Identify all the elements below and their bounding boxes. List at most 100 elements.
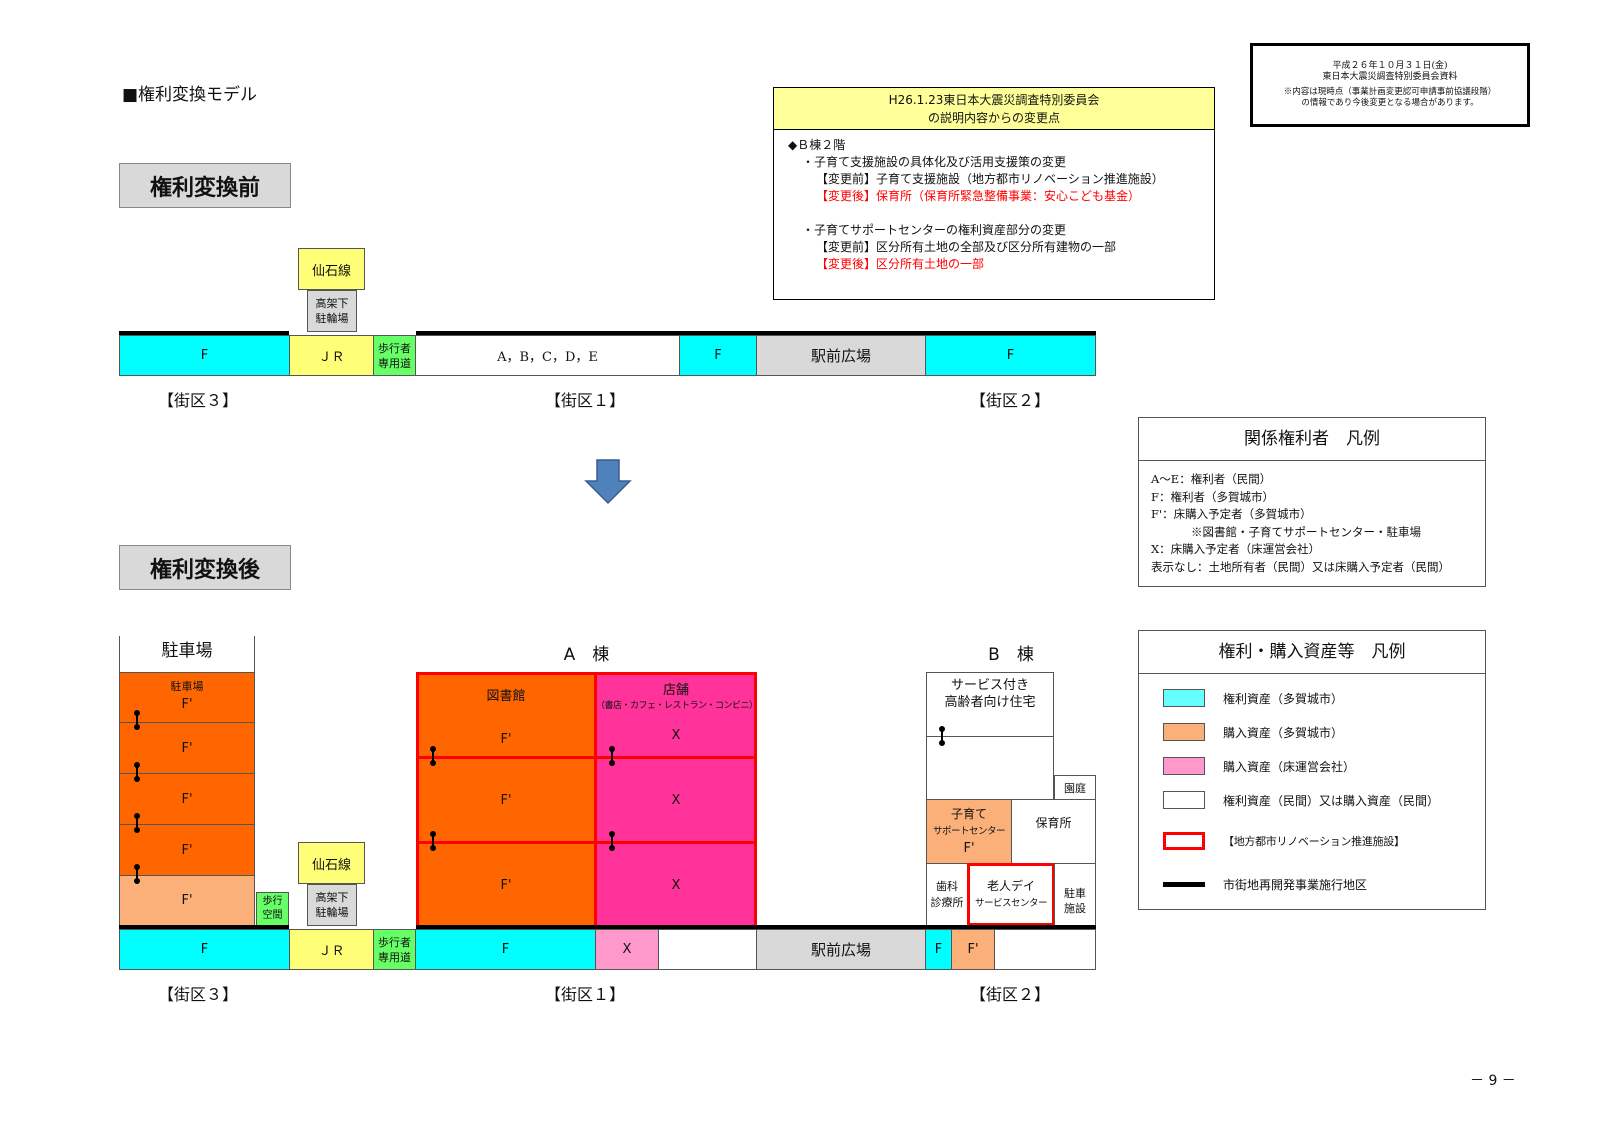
before-heading: 権利変換前 (119, 163, 291, 208)
block-label: 【街区２】 (970, 391, 1051, 410)
senseki-before: 仙石線 (298, 248, 365, 290)
block-label: 【街区１】 (545, 985, 626, 1004)
legend-title: 権利・購入資産等 凡例 (1139, 631, 1485, 674)
legend-item-label: 【地方都市リノベーション推進施設】 (1223, 835, 1405, 848)
renovation-outline (416, 672, 757, 928)
connector-icon (609, 746, 615, 766)
day-service-center: 老人デイ サービスセンター (967, 863, 1055, 926)
shop-sub-label: （書店・カフェ・レストラン・コンビニ） (596, 701, 758, 711)
parking-facility-line: 駐車 (1064, 886, 1086, 900)
legend-item: 購入資産（多賀城市） (1163, 723, 1343, 741)
parking-facility-line: 施設 (1064, 901, 1086, 915)
legend-swatch (1163, 791, 1205, 809)
legend-assets: 権利・購入資産等 凡例 権利資産（多賀城市） 購入資産（多賀城市） 購入資産（床… (1138, 630, 1486, 910)
garden: 園庭 (1054, 775, 1096, 800)
day-service-line: サービスセンター (974, 897, 1048, 909)
legend-swatch (1163, 832, 1205, 850)
senior-housing: サービス付き 高齢者向け住宅 (926, 672, 1054, 737)
connector-icon (134, 864, 140, 884)
stamp-line: 東日本大震災調査特別委員会資料 (1322, 72, 1458, 82)
koukashita-line: 高架下 (315, 891, 349, 904)
connector-icon (939, 726, 945, 746)
legend-item: 購入資産（床運営会社） (1163, 757, 1355, 775)
a-building-title: A 棟 (563, 645, 610, 665)
renovation-divider (416, 756, 757, 759)
changes-header-line: H26.1.23東日本大震災調査特別委員会 (888, 93, 1100, 107)
floor-fp: F' (181, 697, 193, 712)
legend-item: 市街地再開発事業施行地区 (1163, 876, 1367, 893)
shop-label: 店舗 (662, 683, 689, 698)
senseki-after: 仙石線 (298, 842, 365, 884)
hokosha-line: 専用道 (378, 950, 411, 964)
changes-box: H26.1.23東日本大震災調査特別委員会 の説明内容からの変更点 ◆Ｂ棟２階 … (773, 87, 1215, 300)
legend-line: F：権利者（多賀城市） (1151, 489, 1274, 504)
after-f-block3: F (119, 929, 290, 970)
page-number: － 9 － (1470, 1073, 1516, 1089)
parking-facility: 駐車 施設 (1054, 863, 1096, 926)
block-label: 【街区３】 (158, 985, 239, 1004)
legend-line: 表示なし：土地所有者（民間）又は床購入予定者（民間） (1151, 559, 1450, 574)
hoko-kukan: 歩行 空間 (256, 892, 289, 926)
after-hokosha: 歩行者 専用道 (373, 929, 416, 970)
connector-icon (134, 710, 140, 730)
changes-item: ・子育てサポートセンターの権利資産部分の変更 (802, 223, 1067, 237)
after-private-block2 (994, 929, 1096, 970)
hokosha-line: 歩行者 (378, 341, 411, 355)
legend-swatch (1163, 882, 1205, 887)
hokosha-line: 歩行者 (378, 935, 411, 949)
before-hokosha: 歩行者 専用道 (373, 335, 416, 376)
after-jr: ＪＲ (289, 929, 374, 970)
changes-item-before: 【変更前】子育て支援施設（地方都市リノベーション推進施設） (816, 172, 1164, 186)
hoko-kukan-line: 空間 (262, 910, 283, 921)
changes-header: H26.1.23東日本大震災調査特別委員会 の説明内容からの変更点 (774, 88, 1214, 130)
legend-item-label: 権利資産（民間）又は購入資産（民間） (1223, 793, 1440, 808)
legend-item-label: 購入資産（床運営会社） (1223, 759, 1356, 774)
kosodate-line: 子育て (950, 807, 987, 821)
kosodate-center: 子育て サポートセンター F' (926, 799, 1012, 864)
page-title: ■権利変換モデル (122, 85, 258, 105)
block-label: 【街区１】 (545, 391, 626, 410)
legend-title: 関係権利者 凡例 (1139, 418, 1485, 461)
legend-line: F'：床購入予定者（多賀城市） (1151, 507, 1312, 521)
legend-swatch (1163, 689, 1205, 707)
senior-housing-line: 高齢者向け住宅 (944, 695, 1036, 710)
before-abcde: A，B，C，D，E (415, 335, 680, 376)
before-f-block1: F (679, 335, 757, 376)
legend-item-label: 購入資産（多賀城市） (1223, 725, 1344, 740)
legend-item: 権利資産（多賀城市） (1163, 689, 1343, 707)
after-fp-block2: F' (951, 929, 995, 970)
after-f-block2: F (925, 929, 952, 970)
koukashita-line: 駐輪場 (315, 906, 349, 919)
stamp-line: 平成２６年１０月３１日(金) (1332, 61, 1448, 71)
connector-icon (134, 762, 140, 782)
legend-line: X：床購入予定者（床運営会社） (1151, 542, 1321, 556)
parking-floor-5: 駐車場 F' (119, 672, 255, 723)
parking-floor-1: F' (119, 875, 255, 926)
koukashita-before: 高架下 駐輪場 (307, 290, 357, 332)
before-jr: ＪＲ (289, 335, 374, 376)
legend-line: ※図書館・子育てサポートセンター・駐車場 (1191, 524, 1421, 539)
legend-item-label: 権利資産（多賀城市） (1223, 691, 1344, 706)
connector-icon (430, 831, 436, 851)
legend-item: 【地方都市リノベーション推進施設】 (1163, 832, 1405, 850)
after-private-block1 (658, 929, 757, 970)
parking-title-text: 駐車場 (161, 641, 213, 661)
legend-swatch (1163, 757, 1205, 775)
koukashita-line: 高架下 (315, 297, 349, 310)
dental-line: 診療所 (930, 895, 964, 909)
renovation-divider (594, 672, 597, 928)
after-x-block1: X (595, 929, 659, 970)
senior-housing-lower (926, 736, 1054, 800)
legend-swatch (1163, 723, 1205, 741)
koukashita-line: 駐輪場 (315, 312, 349, 325)
legend-line: A～E：権利者（民間） (1151, 472, 1272, 486)
dental-clinic: 歯科 診療所 (926, 863, 968, 926)
kosodate-line: サポートセンター (932, 826, 1006, 837)
stamp-line: の情報であり今後変更となる場合があります。 (1301, 98, 1479, 108)
hoikusho: 保育所 (1011, 799, 1096, 864)
legend-item-label: 市街地再開発事業施行地区 (1223, 878, 1368, 892)
floor-fp: F' (963, 841, 975, 856)
parking-title: 駐車場 (119, 636, 255, 672)
changes-section: ◆Ｂ棟２階 (788, 138, 846, 152)
renovation-divider (416, 841, 757, 844)
